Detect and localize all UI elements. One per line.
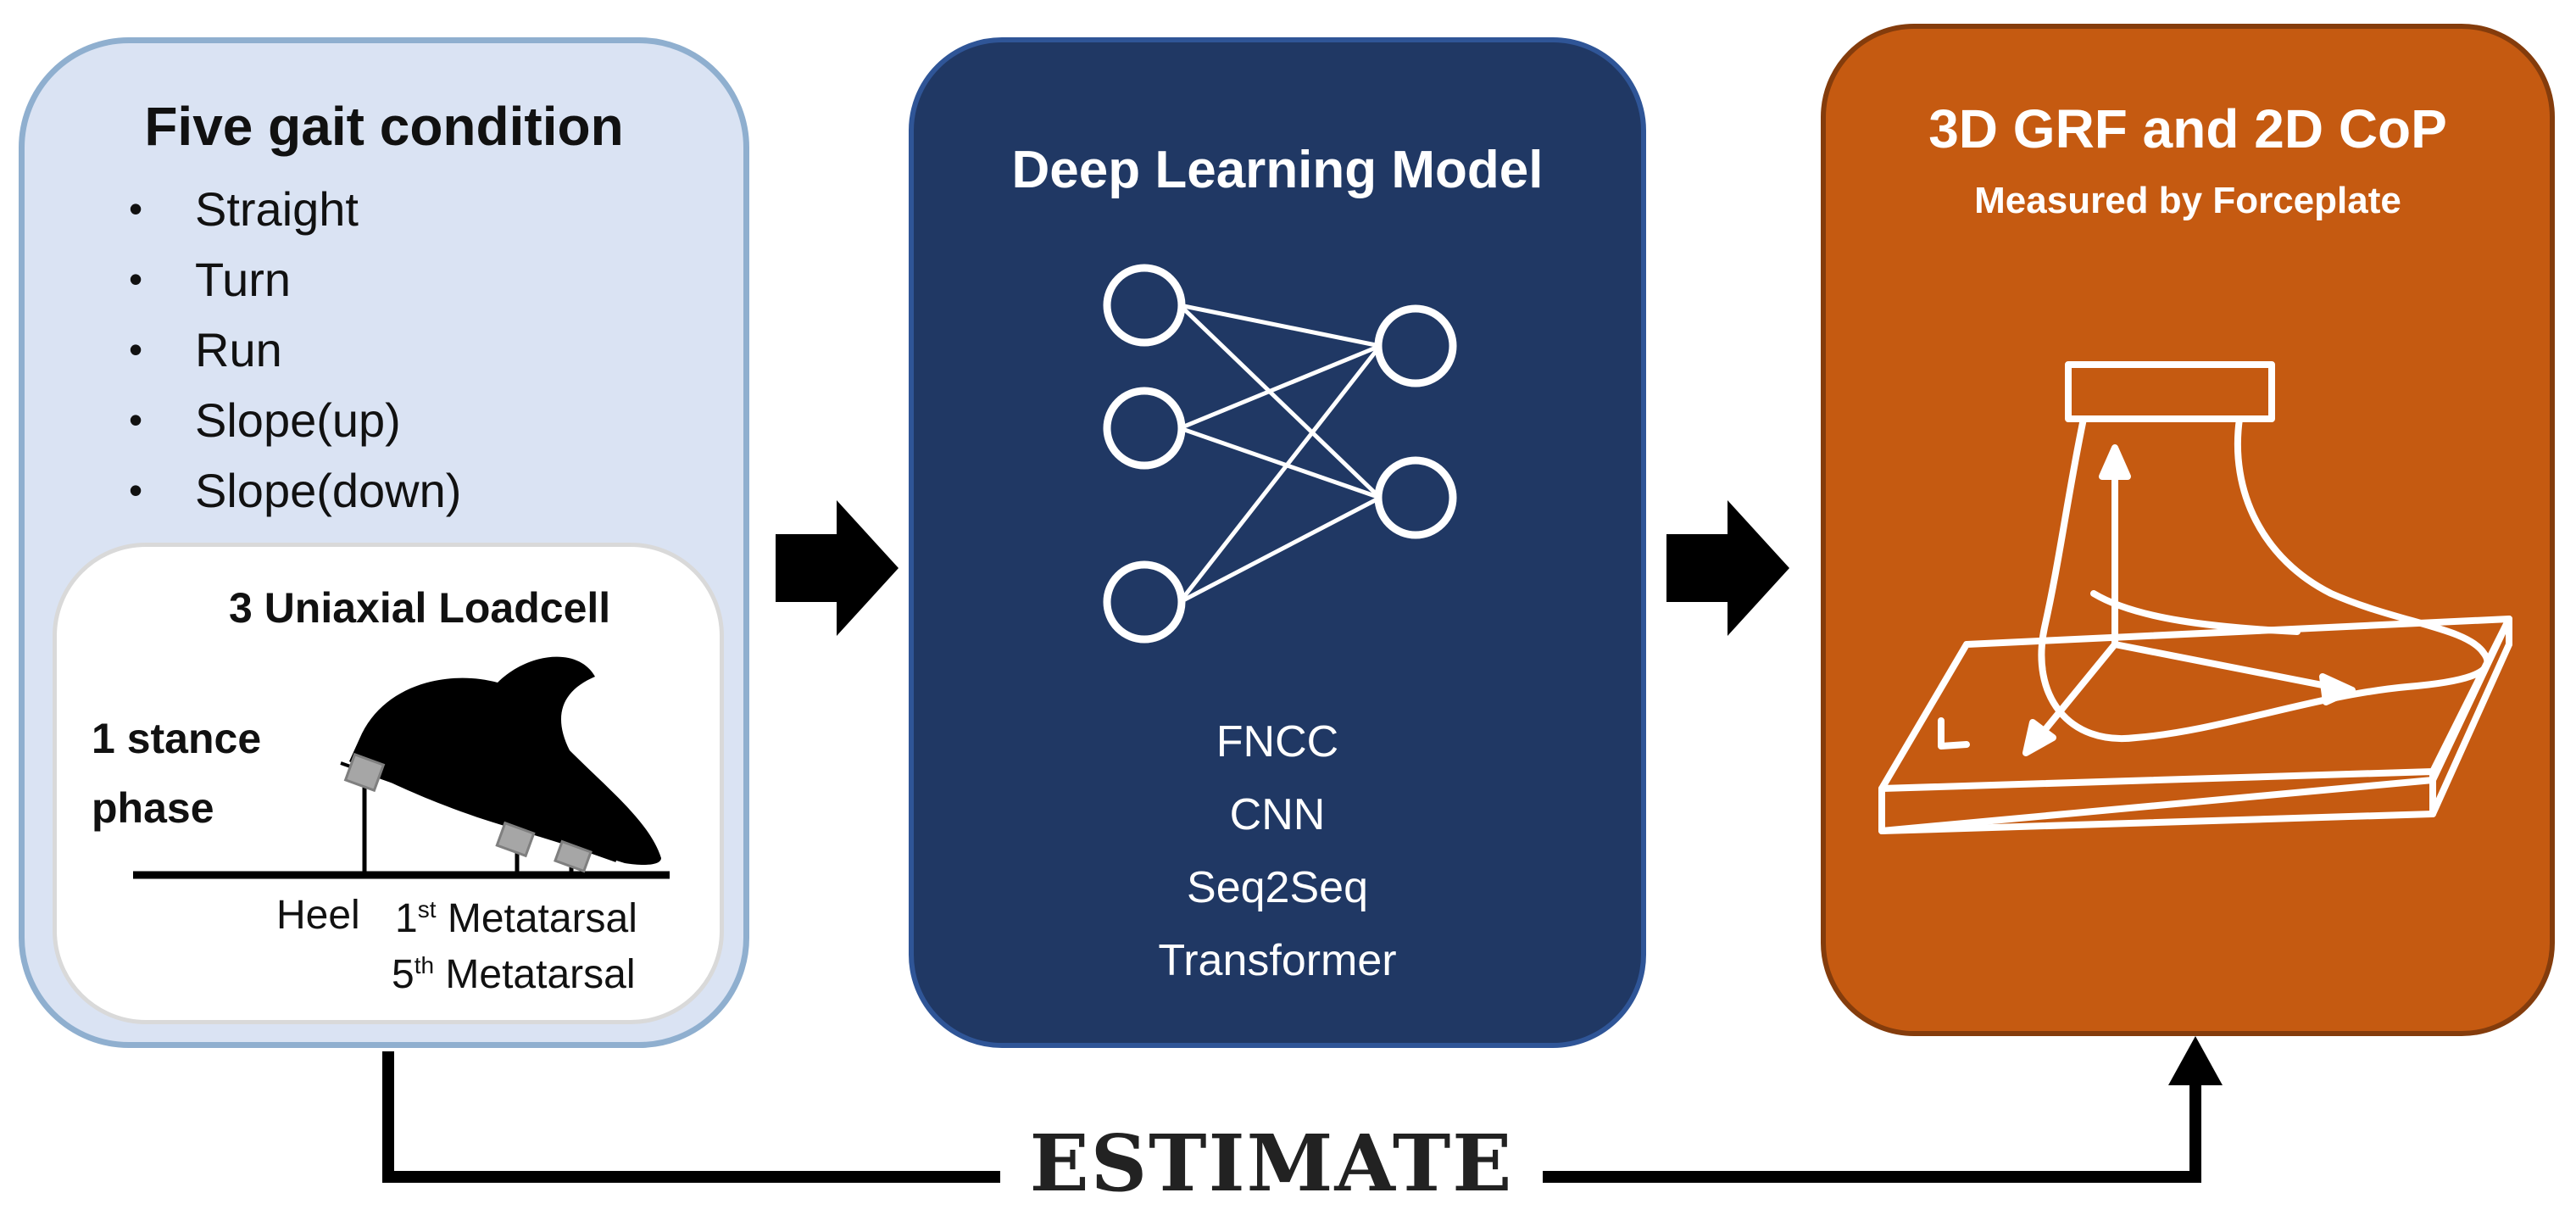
heel-loadcell [343,752,386,793]
gait-condition-list: •Straight •Turn •Run •Slope(up) •Slope(d… [129,174,462,526]
condition-item: •Straight [129,182,359,236]
stance-phase-label: 1 stance phase [92,715,262,832]
forceplate-title: 3D GRF and 2D CoP [1928,98,2447,159]
forceplate-panel [1821,24,2555,1036]
condition-item: •Run [129,323,282,376]
gait-condition-title: Five gait condition [144,96,624,157]
neural-network-icon [1103,264,1457,644]
condition-item: •Slope(up) [129,393,401,447]
model-title: Deep Learning Model [1011,141,1544,199]
metatarsal1-label: 1st Metatarsal [395,896,637,941]
foot-on-forceplate-icon [1878,361,2512,834]
loadcell-title: 3 Uniaxial Loadcell [229,584,611,632]
model-item: FNCC [1216,717,1339,766]
model-item: Seq2Seq [1187,863,1368,912]
metatarsal1-loadcell [495,821,536,858]
model-list: FNCC CNN Seq2Seq Transformer [909,705,1646,997]
shoe-with-loadcells-icon [133,656,670,879]
estimate-label: ESTIMATE [1000,1117,1543,1209]
metatarsal5-loadcell [554,839,593,873]
loadcell-card [53,543,724,1024]
heel-label: Heel [276,893,360,938]
arrow-right-icon [1666,500,1789,636]
model-item: CNN [1229,790,1326,839]
metatarsal5-label: 5th Metatarsal [392,952,636,997]
arrow-right-icon [776,500,899,636]
forceplate-subtitle: Measured by Forceplate [1974,180,2401,221]
model-panel [909,37,1646,1048]
model-item: Transformer [1158,936,1397,985]
condition-item: •Slope(down) [129,464,462,517]
condition-item: •Turn [129,253,292,306]
